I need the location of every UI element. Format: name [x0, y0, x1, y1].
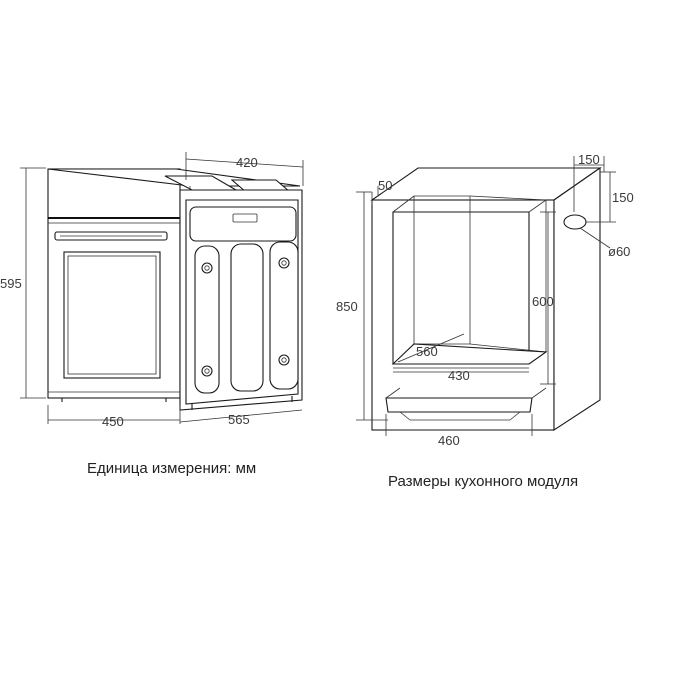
cabinet-vent-hole — [563, 214, 587, 230]
cabinet-base-width-label: 460 — [438, 433, 460, 448]
oven-side-rail-right — [269, 241, 299, 390]
cabinet-vent-horizontal-label: 150 — [578, 152, 600, 167]
cabinet-vent-vertical-label: 150 — [612, 190, 634, 205]
oven-width-label: 450 — [102, 414, 124, 429]
oven-depth-top-label: 420 — [236, 155, 258, 170]
cabinet-top-offset-label: 50 — [378, 178, 392, 193]
cabinet-right-side — [553, 166, 601, 432]
cabinet-height-label: 850 — [336, 299, 358, 314]
oven-caption: Единица измерения: мм — [87, 460, 256, 477]
cabinet-niche-opening — [392, 211, 530, 365]
oven-door-window — [63, 251, 161, 379]
cabinet-shelf-floor — [391, 343, 548, 365]
cabinet-opening-height-label: 600 — [532, 294, 554, 309]
oven-drawing — [47, 168, 303, 411]
oven-side-rail-left — [194, 245, 220, 394]
cabinet-plinth — [385, 397, 533, 413]
cabinet-vent-diameter-label: ø60 — [608, 244, 630, 259]
cabinet-dimensions: 850 50 600 560 430 460 150 150 ø60 — [336, 152, 634, 448]
oven-depth-bottom-label: 565 — [228, 412, 250, 427]
cabinet-opening-depth-label: 560 — [416, 344, 438, 359]
oven-height-label: 595 — [0, 276, 22, 291]
cabinet-opening-width-label: 430 — [448, 368, 470, 383]
cabinet-caption: Размеры кухонного модуля — [388, 473, 578, 490]
oven-dimensions: 595 450 565 420 — [0, 152, 304, 429]
oven-side-rail-middle — [230, 243, 264, 392]
cabinet-drawing — [370, 166, 602, 432]
oven-side-control-bar — [189, 206, 297, 242]
